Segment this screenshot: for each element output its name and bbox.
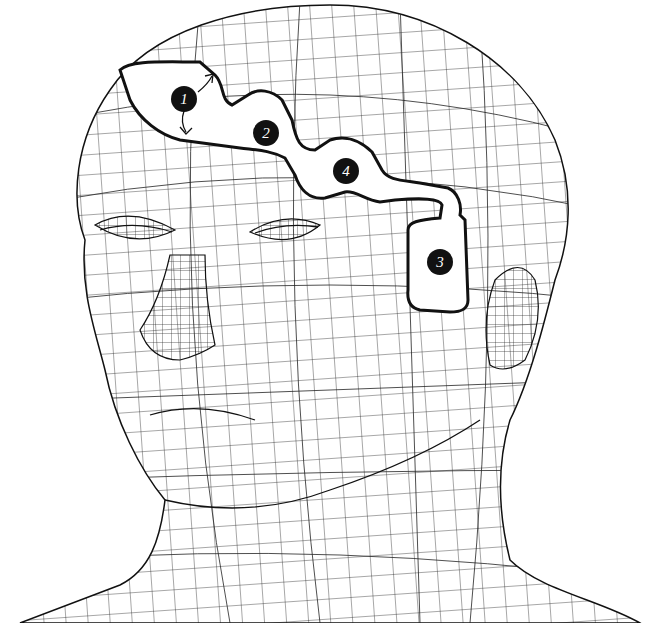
callout-number: 4	[333, 158, 359, 184]
mesh-curves	[60, 0, 640, 623]
callout-number: 2	[253, 120, 279, 146]
head-mesh	[20, 5, 640, 623]
electrode-device	[120, 62, 468, 312]
callout-number: 3	[427, 249, 453, 275]
face-features	[95, 216, 538, 369]
callout-number: 1	[171, 86, 197, 112]
